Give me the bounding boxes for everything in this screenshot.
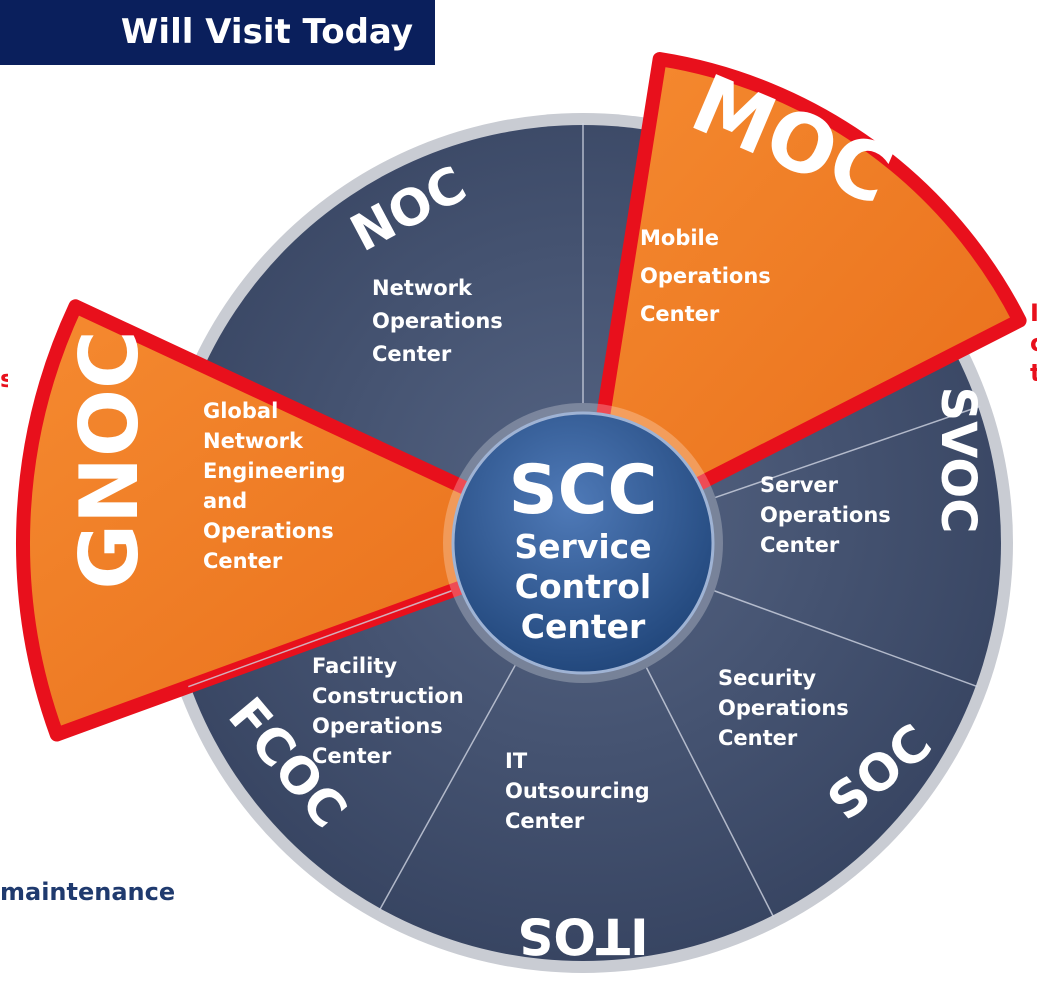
title-banner: Will Visit Today <box>0 0 435 65</box>
segment-itos-abbr: ITOS <box>517 907 648 965</box>
center-line-2: Control <box>515 567 651 606</box>
segment-moc-line: Operations <box>640 264 771 288</box>
segment-itos-line: Outsourcing <box>505 779 650 803</box>
segment-gnoc-line: Operations <box>203 519 334 543</box>
center-abbr: SCC <box>509 451 658 530</box>
left-partial-mark: s <box>0 365 8 393</box>
segment-fcoc-line: Operations <box>312 714 443 738</box>
segment-moc-line: Mobile <box>640 226 719 250</box>
segment-fcoc-line: Construction <box>312 684 464 708</box>
segment-gnoc-abbr: GNOC <box>63 330 156 589</box>
segment-noc-line: Center <box>372 342 452 366</box>
segment-svoc-line: Server <box>760 473 839 497</box>
segment-noc-line: Operations <box>372 309 503 333</box>
center-line-1: Service <box>514 527 651 566</box>
segment-divider <box>188 590 452 688</box>
segment-divider <box>378 665 516 911</box>
segment-gnoc-line: and <box>203 489 247 513</box>
segment-gnoc-line: Network <box>203 429 304 453</box>
segment-noc-line: Network <box>372 276 473 300</box>
segment-soc-line: Security <box>718 666 816 690</box>
segment-svoc-abbr: SVOC <box>930 387 986 534</box>
center-hub <box>451 411 715 675</box>
segment-moc-line: Center <box>640 302 720 326</box>
segment-svoc-line: Center <box>760 533 840 557</box>
segment-soc-line: Operations <box>718 696 849 720</box>
segment-gnoc-line: Global <box>203 399 278 423</box>
segment-gnoc-line: Engineering <box>203 459 346 483</box>
center-line-3: Center <box>521 607 646 646</box>
segment-fcoc-line: Facility <box>312 654 397 678</box>
right-partial-text: I c t <box>1030 299 1037 387</box>
segment-gnoc-line: Center <box>203 549 283 573</box>
segment-divider <box>645 667 775 918</box>
segment-soc-line: Center <box>718 726 798 750</box>
footer-text: maintenance <box>0 878 176 906</box>
segment-fcoc-line: Center <box>312 744 392 768</box>
segment-moc-wedge <box>576 52 1027 550</box>
segment-gnoc-wedge <box>16 299 590 742</box>
segment-divider <box>715 405 981 499</box>
segment-divider <box>714 590 978 688</box>
segment-svoc-line: Operations <box>760 503 891 527</box>
segment-itos-line: IT <box>505 749 528 773</box>
segment-itos-line: Center <box>505 809 585 833</box>
